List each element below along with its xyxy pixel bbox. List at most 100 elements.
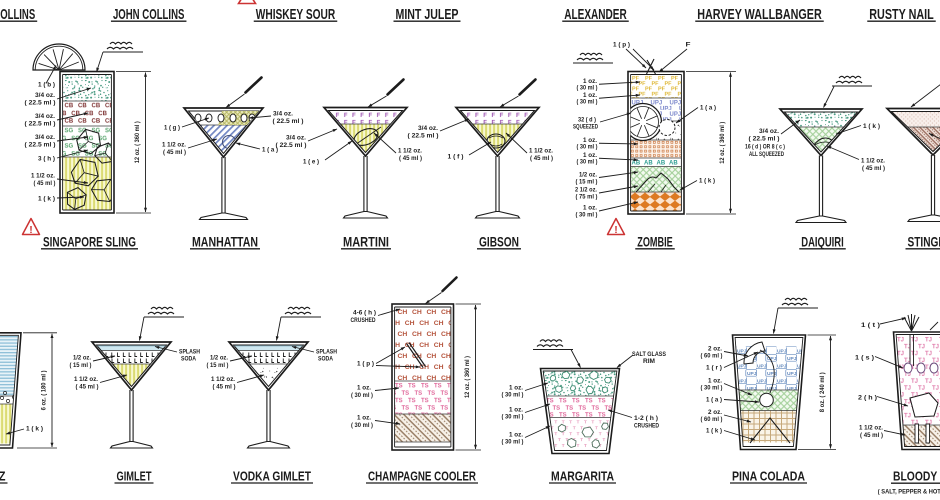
svg-text:( 45 ml ): ( 45 ml )	[530, 155, 553, 162]
svg-text:PINA COLADA: PINA COLADA	[732, 469, 805, 484]
svg-text:( 60 ml ): ( 60 ml )	[701, 416, 723, 423]
svg-text:1/2 oz.: 1/2 oz.	[73, 355, 91, 362]
svg-text:1 1/2 oz.: 1 1/2 oz.	[162, 142, 186, 149]
svg-text:SPLASH: SPLASH	[179, 349, 200, 356]
svg-text:1 1/2 oz.: 1 1/2 oz.	[861, 158, 885, 165]
svg-text:16 ( d ) OR 8 ( c ): 16 ( d ) OR 8 ( c )	[745, 144, 785, 151]
svg-text:1 ( k ): 1 ( k )	[863, 123, 880, 130]
svg-text:OLLINS: OLLINS	[0, 6, 35, 23]
svg-text:ALEXANDER: ALEXANDER	[564, 6, 627, 23]
svg-text:( 30 ml ): ( 30 ml )	[351, 392, 373, 399]
svg-text:ALL SQUEEZED: ALL SQUEEZED	[749, 151, 784, 158]
svg-text:( 30 ml ): ( 30 ml )	[502, 414, 524, 421]
svg-text:( 30 ml ): ( 30 ml )	[577, 144, 598, 151]
svg-text:( 22.5 ml ): ( 22.5 ml )	[408, 133, 439, 140]
svg-text:( 45 ml ): ( 45 ml )	[76, 384, 99, 391]
svg-text:MARTINI: MARTINI	[343, 234, 389, 250]
svg-text:SPLASH: SPLASH	[316, 349, 337, 356]
svg-text:CRUSHED: CRUSHED	[634, 423, 659, 430]
svg-text:1 oz.: 1 oz.	[583, 137, 597, 144]
svg-text:GIN FIZZ: GIN FIZZ	[0, 469, 6, 484]
svg-text:1 oz.: 1 oz.	[583, 205, 597, 212]
svg-text:1/2 oz.: 1/2 oz.	[210, 355, 228, 362]
svg-text:1 ( k ): 1 ( k )	[38, 196, 55, 203]
svg-text:3 ( h ): 3 ( h )	[38, 156, 55, 163]
svg-text:SODA: SODA	[181, 356, 196, 363]
svg-text:( 22.5 ml ): ( 22.5 ml )	[276, 142, 307, 149]
svg-text:1 ( k ): 1 ( k )	[26, 426, 43, 433]
svg-text:( 30 ml ): ( 30 ml )	[502, 439, 524, 446]
svg-text:1 ( t ): 1 ( t )	[861, 322, 880, 329]
svg-text:3/4 oz.: 3/4 oz.	[286, 135, 306, 142]
svg-text:( 45 ml ): ( 45 ml )	[34, 180, 56, 187]
svg-text:2 1/2 oz.: 2 1/2 oz.	[575, 187, 597, 194]
svg-text:( 22.5 ml ): ( 22.5 ml )	[25, 121, 56, 128]
svg-text:( 22.5 ml ): ( 22.5 ml )	[25, 142, 56, 149]
svg-text:SQUEEZED: SQUEEZED	[573, 124, 598, 131]
svg-text:CHAMPAGNE COOLER: CHAMPAGNE COOLER	[368, 469, 476, 484]
svg-text:VODKA GIMLET: VODKA GIMLET	[233, 469, 311, 484]
svg-text:12 oz. ( 360 ml ): 12 oz. ( 360 ml )	[719, 122, 726, 164]
svg-text:MARGARITA: MARGARITA	[551, 469, 614, 484]
svg-text:MINT JULEP: MINT JULEP	[396, 6, 459, 23]
svg-text:JOHN COLLINS: JOHN COLLINS	[113, 6, 185, 23]
svg-text:3/4 oz.: 3/4 oz.	[35, 134, 55, 141]
svg-text:( 45 ml ): ( 45 ml )	[862, 165, 885, 172]
svg-text:( 60 ml ): ( 60 ml )	[701, 353, 723, 360]
svg-text:( 22.5 ml ): ( 22.5 ml )	[25, 100, 56, 107]
svg-text:1/2 oz.: 1/2 oz.	[579, 172, 597, 179]
svg-text:SINGAPORE SLING: SINGAPORE SLING	[43, 234, 136, 250]
svg-text:( 15 ml ): ( 15 ml )	[576, 179, 598, 186]
svg-text:1 1/2 oz.: 1 1/2 oz.	[31, 173, 55, 180]
svg-text:1 oz.: 1 oz.	[509, 432, 523, 439]
svg-text:1 1/2 oz.: 1 1/2 oz.	[529, 148, 553, 155]
svg-text:3/4 oz.: 3/4 oz.	[35, 92, 55, 99]
svg-text:1 ( k ): 1 ( k )	[706, 428, 722, 435]
svg-text:BLOODY MARY: BLOODY MARY	[893, 469, 940, 484]
svg-text:1 1/2 oz.: 1 1/2 oz.	[211, 376, 235, 383]
svg-text:MANHATTAN: MANHATTAN	[192, 234, 258, 250]
svg-text:1 oz.: 1 oz.	[708, 378, 722, 385]
svg-text:1 ( a ): 1 ( a )	[700, 105, 716, 112]
svg-text:( 45 ml ): ( 45 ml )	[399, 155, 422, 162]
svg-text:( 30 ml ): ( 30 ml )	[577, 159, 598, 166]
svg-text:1 ( p ): 1 ( p )	[357, 361, 374, 368]
svg-text:6 oz. ( 180 ml ): 6 oz. ( 180 ml )	[41, 370, 48, 410]
svg-text:3/4 oz.: 3/4 oz.	[759, 128, 779, 135]
svg-text:32 ( d ): 32 ( d )	[578, 117, 596, 124]
svg-text:( 75 ml ): ( 75 ml )	[576, 194, 598, 201]
svg-text:1 ( r ): 1 ( r )	[706, 365, 722, 372]
svg-text:( 45 ml ): ( 45 ml )	[860, 432, 883, 439]
svg-text:1 oz.: 1 oz.	[509, 407, 523, 414]
svg-text:1 ( a ): 1 ( a )	[262, 147, 278, 154]
svg-text:3/4 oz.: 3/4 oz.	[418, 125, 438, 132]
svg-text:2 oz.: 2 oz.	[708, 409, 722, 416]
svg-text:SALT GLASS: SALT GLASS	[632, 351, 667, 358]
svg-text:1 oz.: 1 oz.	[583, 152, 597, 159]
svg-text:3/4 oz.: 3/4 oz.	[35, 113, 55, 120]
svg-text:( 15 ml ): ( 15 ml )	[70, 362, 92, 369]
svg-text:12 oz. ( 360 ml ): 12 oz. ( 360 ml )	[134, 121, 141, 163]
svg-text:( 30 ml ): ( 30 ml )	[502, 392, 524, 399]
svg-text:( 45 ml ): ( 45 ml )	[163, 149, 186, 156]
svg-text:1 oz.: 1 oz.	[357, 415, 371, 422]
svg-text:1 oz.: 1 oz.	[509, 385, 523, 392]
svg-text:ZOMBIE: ZOMBIE	[637, 234, 673, 250]
svg-text:1 1/2 oz.: 1 1/2 oz.	[398, 148, 422, 155]
svg-text:HARVEY WALLBANGER: HARVEY WALLBANGER	[697, 6, 822, 23]
svg-text:DAIQUIRI: DAIQUIRI	[801, 234, 844, 250]
svg-text:1-2 ( h ): 1-2 ( h )	[634, 415, 658, 422]
svg-text:SODA: SODA	[318, 356, 333, 363]
svg-text:( 22.5 ml ): ( 22.5 ml )	[749, 136, 780, 143]
svg-text:1 ( p ): 1 ( p )	[613, 42, 630, 49]
svg-text:1 oz.: 1 oz.	[583, 92, 597, 99]
svg-text:1 ( b ): 1 ( b )	[38, 82, 55, 89]
svg-text:RIM: RIM	[643, 358, 655, 365]
svg-text:( 30 ml ): ( 30 ml )	[576, 212, 598, 219]
svg-text:1 ( k ): 1 ( k )	[699, 178, 715, 185]
svg-text:1 1/2 oz.: 1 1/2 oz.	[859, 425, 883, 432]
svg-text:4-6 ( h ): 4-6 ( h )	[353, 310, 376, 317]
svg-text:12 oz. ( 360 ml ): 12 oz. ( 360 ml )	[464, 356, 471, 398]
svg-text:STINGER: STINGER	[908, 234, 940, 250]
svg-text:( 45 ml ): ( 45 ml )	[213, 384, 236, 391]
